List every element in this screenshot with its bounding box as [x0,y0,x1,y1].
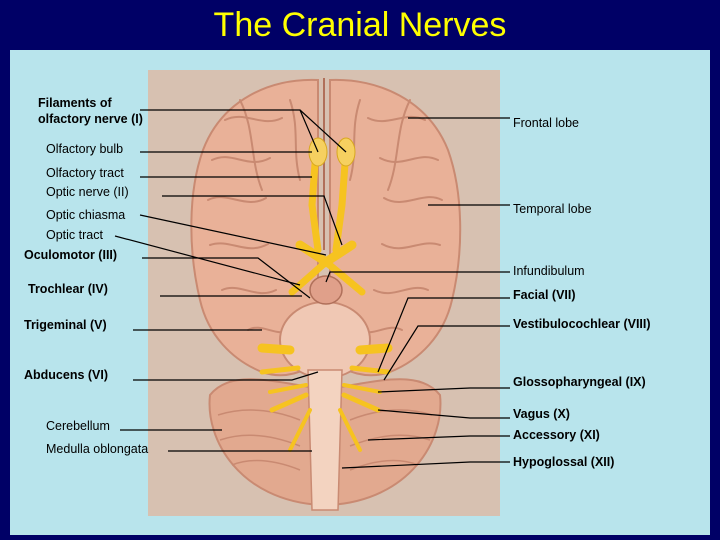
label-olfactory-tract: Olfactory tract [46,166,124,180]
infundibulum-shape [309,275,343,305]
leader-infundibulum [325,271,510,283]
label-optic-nerve: Optic nerve (II) [46,185,129,199]
trigeminal-right [355,343,393,355]
slide-title: The Cranial Nerves [213,6,507,44]
label-olfactory-bulb: Olfactory bulb [46,142,124,156]
label-frontal-lobe: Frontal lobe [513,116,580,130]
leader-optic-chiasma [139,214,327,256]
label-optic-chiasma: Optic chiasma [46,208,126,222]
trigeminal-left [257,343,295,355]
leader-vagus [377,409,510,419]
accessory-left [288,408,312,452]
label-olfactory-nerve-line2: olfactory nerve (I) [38,112,143,126]
label-trochlear: Trochlear (IV) [28,282,108,296]
label-cerebellum: Cerebellum [46,419,110,433]
vagus-right [341,392,381,413]
accessory-right [338,408,362,452]
leader-oculomotor [142,257,311,299]
gyri [207,99,443,334]
label-abducens: Abducens (VI) [24,368,109,382]
right-hemisphere [329,78,462,377]
label-glossopharyngeal: Glossopharyngeal (IX) [513,375,646,389]
glossopharyngeal-left [268,383,308,394]
leader-olfactory-nerve-2 [299,109,347,153]
label-oculomotor: Oculomotor (III) [24,248,118,262]
label-infundibulum: Infundibulum [513,264,585,278]
glossopharyngeal-right [342,383,382,394]
facial-left [259,365,301,375]
leader-accessory [367,435,510,441]
label-hypoglossal: Hypoglossal (XII) [513,455,615,469]
vagus-left [269,392,309,413]
optic-tract-left [288,258,330,296]
leader-lines [114,109,510,469]
leader-facial [377,297,510,373]
facial-right [349,365,391,375]
label-optic-tract: Optic tract [46,228,103,242]
label-olfactory-nerve-line1: Filaments of [38,96,112,110]
medulla-shape [307,369,343,511]
label-vagus: Vagus (X) [513,407,570,421]
label-temporal-lobe: Temporal lobe [513,202,592,216]
label-accessory: Accessory (XI) [513,428,600,442]
leader-vestibulocochlear [383,325,510,381]
left-hemisphere [190,78,319,377]
olfactory-tract-left [308,146,322,254]
label-trigeminal: Trigeminal (V) [24,318,107,332]
leader-optic-tract [114,235,301,286]
leader-optic-nerve [162,195,343,246]
optic-tract-right [322,258,366,296]
leader-abducens [133,371,319,381]
leader-glossopharyngeal [377,387,510,393]
label-facial: Facial (VII) [513,288,576,302]
label-medulla-oblongata: Medulla oblongata [46,442,149,456]
label-vestibulocochlear: Vestibulocochlear (VIII) [513,317,651,331]
leader-hypoglossal [341,461,510,469]
